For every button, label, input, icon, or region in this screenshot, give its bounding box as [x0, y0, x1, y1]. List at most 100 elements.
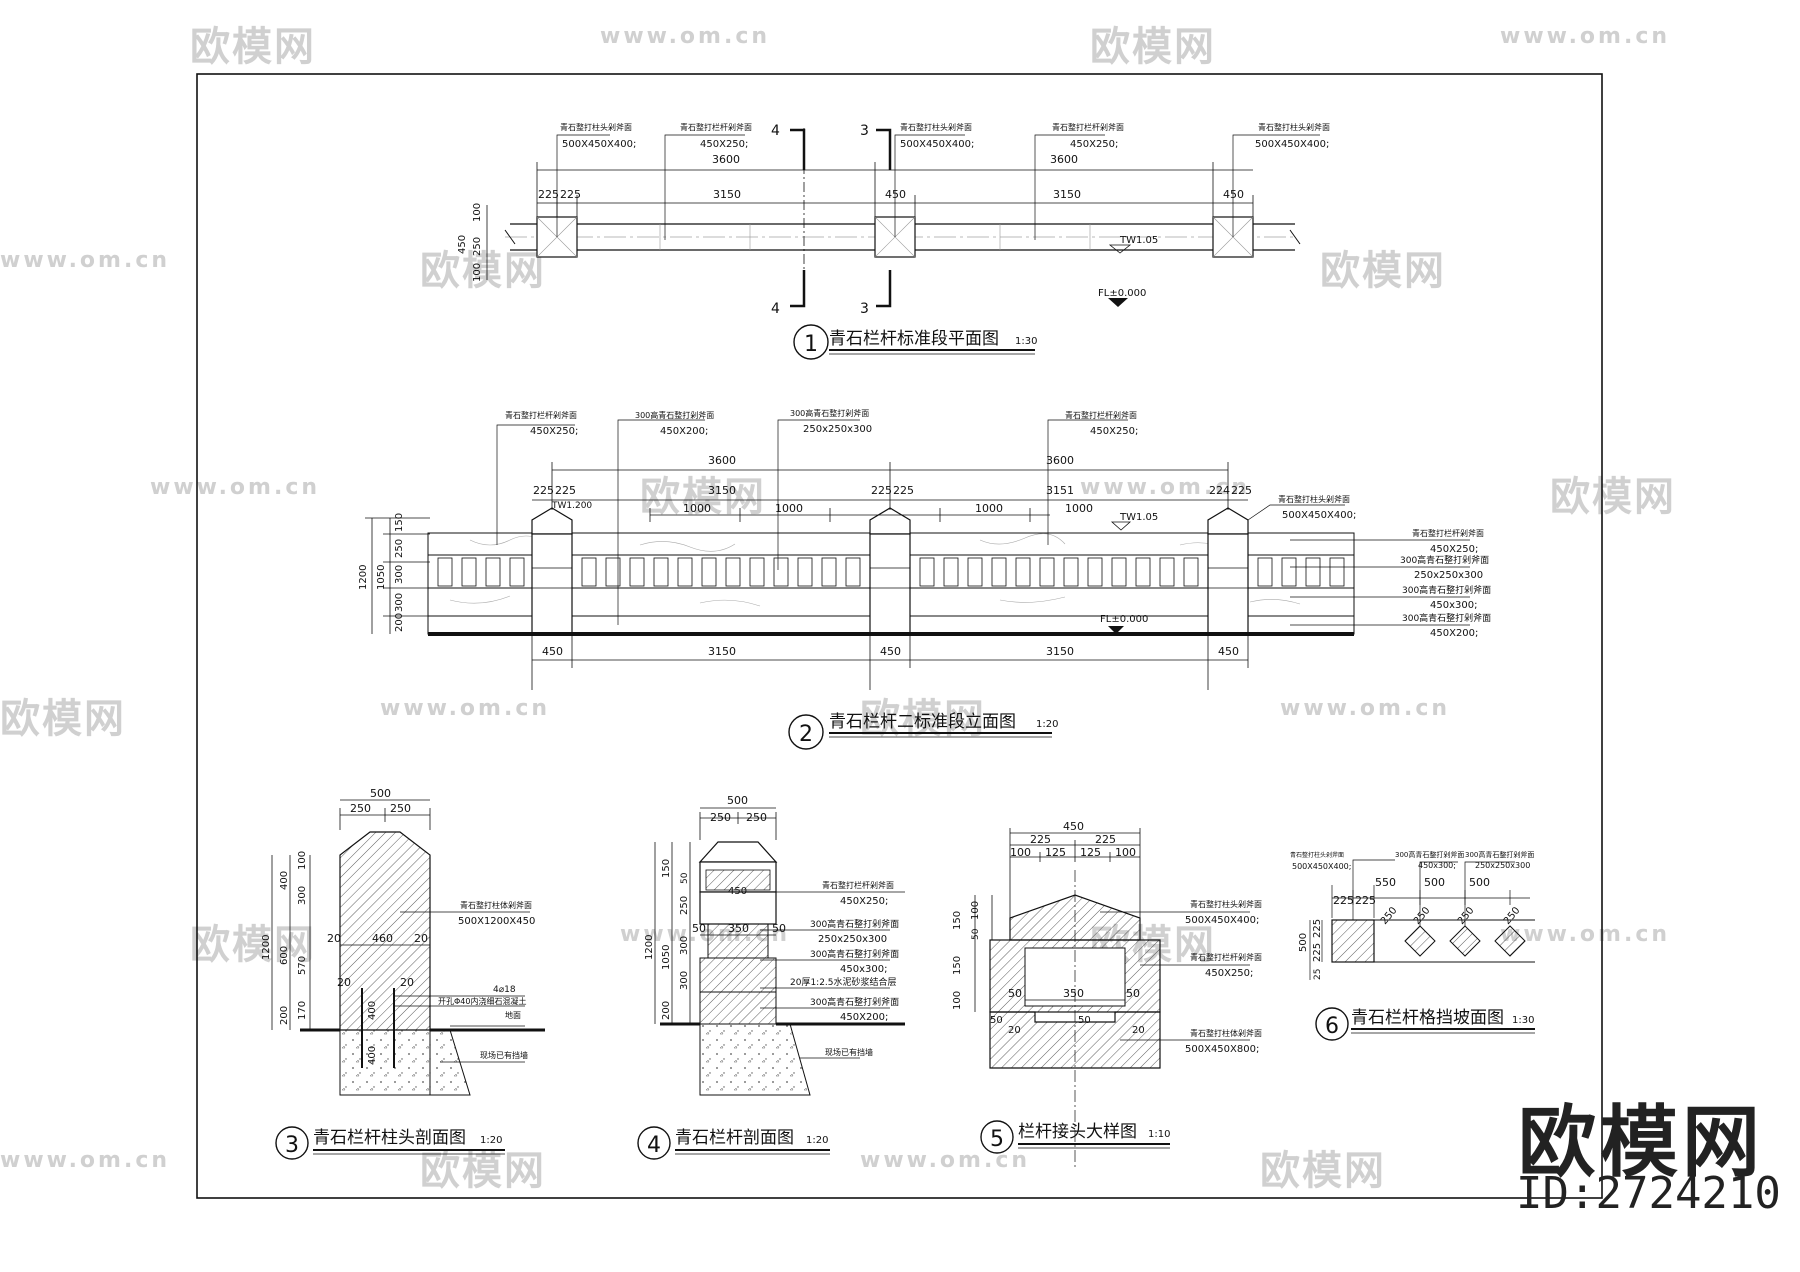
- dim-500: 500: [1469, 876, 1490, 889]
- dim-350: 350: [1063, 987, 1084, 1000]
- baluster: [509, 557, 525, 587]
- dim-225: 225: [871, 484, 892, 497]
- callout-right-3-dim: 450x300;: [1430, 600, 1477, 611]
- callout-300-stone: 300高青石整打剁斧面: [810, 918, 899, 930]
- callout-post: 青石整打柱头剁斧面: [1190, 899, 1262, 909]
- dim-v-450: 450: [457, 235, 468, 254]
- dim-v-150: 150: [394, 513, 405, 532]
- level-fl: FL±0.000: [1100, 614, 1148, 625]
- dim-1000: 1000: [1065, 502, 1093, 515]
- drawing-scale: 1:20: [806, 1135, 828, 1146]
- dim-450: 450: [880, 645, 901, 658]
- dim-v-300: 300: [394, 565, 405, 584]
- dim-3151: 3151: [1046, 484, 1074, 497]
- drawing-scale: 1:10: [1148, 1129, 1170, 1140]
- dim-225: 225: [1030, 833, 1051, 846]
- dim-v-150: 150: [661, 859, 672, 878]
- dim-20: 20: [327, 932, 341, 945]
- dim-v-100: 100: [952, 991, 963, 1010]
- dim-v-225: 225: [1312, 943, 1323, 962]
- baluster: [581, 557, 597, 587]
- dim-460: 460: [372, 932, 393, 945]
- dim-250: 250: [390, 802, 411, 815]
- callout-300-stone-dim: 250x250x300: [1475, 861, 1530, 870]
- callout-right-3: 300高青石整打剁斧面: [1402, 584, 1491, 596]
- drawing-number: 1: [804, 332, 818, 357]
- dim-v-50: 50: [971, 928, 981, 940]
- dim-20: 20: [400, 976, 414, 989]
- dim-1000: 1000: [775, 502, 803, 515]
- dim-1000: 1000: [975, 502, 1003, 515]
- callout-mortar: 20厚1:2.5水泥砂浆结合层: [790, 976, 897, 988]
- dim-250: 250: [1412, 905, 1433, 927]
- baluster: [821, 557, 837, 587]
- baluster: [653, 557, 669, 587]
- dim-20: 20: [337, 976, 351, 989]
- dim-v-100: 100: [472, 263, 483, 282]
- callout-300-stone-dim: 450X200;: [660, 426, 708, 437]
- section-mark-3: 3: [860, 123, 869, 139]
- callout-right-2-dim: 250x250x300: [1414, 570, 1483, 581]
- callout-post-body: 青石整打柱体剁斧面: [1190, 1028, 1262, 1038]
- baluster: [677, 557, 693, 587]
- dim-3150: 3150: [708, 484, 736, 497]
- callout-rail: 青石整打栏杆剁斧面: [1190, 952, 1262, 962]
- callout-wall: 现场已有挡墙: [825, 1047, 873, 1057]
- callout-rebar: 4⌀18: [493, 985, 516, 995]
- level-tw: TW1.200: [551, 501, 592, 511]
- level-tw: TW1.05: [1119, 235, 1158, 246]
- dim-v-1050: 1050: [661, 945, 672, 970]
- baluster: [1063, 557, 1079, 587]
- dim-225: 225: [1231, 484, 1252, 497]
- dim-3600: 3600: [1050, 153, 1078, 166]
- callout-rail-dim: 450X250;: [1090, 426, 1138, 437]
- dim-3150: 3150: [713, 188, 741, 201]
- dim-50: 50: [772, 922, 786, 935]
- baluster: [1305, 557, 1321, 587]
- section-mark-4: 4: [771, 123, 780, 139]
- baluster: [461, 557, 477, 587]
- dim-50: 50: [1126, 987, 1140, 1000]
- callout-post-dim: 500X450X400;: [1282, 510, 1356, 521]
- dim-500: 500: [1424, 876, 1445, 889]
- baluster: [749, 557, 765, 587]
- dim-225: 225: [893, 484, 914, 497]
- callout-rail-dim: 450X250;: [530, 426, 578, 437]
- callout-post: 青石整打柱头剁斧面: [1290, 851, 1344, 859]
- callout-right-2: 300高青石整打剁斧面: [1400, 554, 1489, 566]
- baluster: [991, 557, 1007, 587]
- dim-50: 50: [1078, 1015, 1091, 1026]
- plan-view: 4 4 3 3 3600 3600 225 225 3150 450 3150 …: [457, 122, 1330, 360]
- drawing-number: 6: [1325, 1014, 1339, 1039]
- drawing-title: 青石栏杆二标准段立面图: [829, 712, 1016, 732]
- callout-post: 青石整打柱头剁斧面: [560, 122, 632, 132]
- dim-225: 225: [538, 188, 559, 201]
- section-mark-3: 3: [860, 301, 869, 317]
- baluster: [1039, 557, 1055, 587]
- dim-3150: 3150: [1053, 188, 1081, 201]
- dim-450: 450: [1218, 645, 1239, 658]
- baluster: [1111, 557, 1127, 587]
- dim-3150: 3150: [708, 645, 736, 658]
- dim-v-400: 400: [279, 871, 290, 890]
- baluster: [1183, 557, 1199, 587]
- dim-100: 100: [1010, 846, 1031, 859]
- dim-20: 20: [1008, 1025, 1021, 1036]
- baluster: [1135, 557, 1151, 587]
- callout-300-stone: 300高青石整打剁斧面: [790, 408, 869, 418]
- callout-300-stone: 300高青石整打剁斧面: [1395, 850, 1464, 859]
- dim-v-250: 250: [472, 237, 483, 256]
- baluster: [1329, 557, 1345, 587]
- dim-v-100: 100: [472, 203, 483, 222]
- dim-125: 125: [1045, 846, 1066, 859]
- callout-hole: 开孔Φ40内浇细石混凝土: [438, 996, 526, 1006]
- drawing-scale: 1:30: [1015, 336, 1037, 347]
- dim-100: 100: [1115, 846, 1136, 859]
- callout-post-dim: 500X450X400;: [1292, 862, 1351, 871]
- callout-post-dim: 500X450X400;: [1255, 139, 1329, 150]
- dim-v-1200: 1200: [358, 565, 369, 590]
- dim-v-100: 100: [970, 901, 981, 920]
- baluster: [1087, 557, 1103, 587]
- callout-300-stone-dim: 450x300;: [840, 964, 887, 975]
- dim-v-1050: 1050: [376, 565, 387, 590]
